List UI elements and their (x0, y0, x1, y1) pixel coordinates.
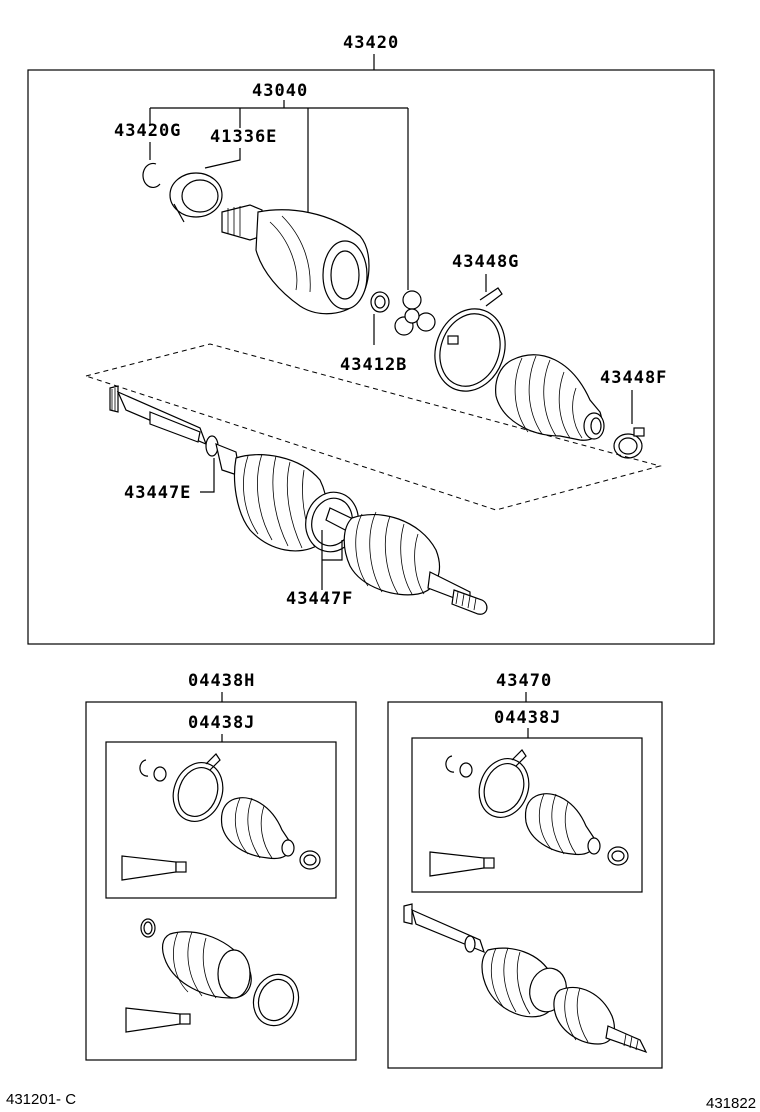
outer-joint-housing-icon (221, 204, 370, 315)
right-kit-inner-parts (429, 749, 629, 877)
label-04438J-right[interactable]: 04438J (494, 708, 561, 728)
snap-ring-icon (142, 162, 161, 189)
footer-right-code: 431822 (706, 1095, 756, 1112)
label-43420[interactable]: 43420 (343, 33, 399, 53)
sub-assembly-dashed-outline (85, 343, 662, 511)
left-kit-inner-parts (121, 753, 321, 881)
dust-deflector-icon (169, 172, 223, 223)
large-boot-clamp-icon (434, 287, 506, 392)
left-kit-outer-parts (125, 918, 300, 1033)
label-04438H[interactable]: 04438H (188, 671, 255, 691)
outer-boot-icon (495, 354, 605, 441)
label-43448F[interactable]: 43448F (600, 368, 667, 388)
left-inner-kit-frame (105, 741, 337, 899)
label-43412B[interactable]: 43412B (340, 355, 407, 375)
right-inner-kit-frame (411, 737, 643, 893)
main-assembly-frame (27, 69, 715, 645)
left-kit-frame (85, 701, 357, 1061)
small-boot-clamp-icon (613, 427, 645, 459)
label-43040[interactable]: 43040 (252, 81, 308, 101)
tripod-joint-icon (394, 290, 436, 336)
label-43448G[interactable]: 43448G (452, 252, 519, 272)
right-kit-shaft-parts (403, 903, 648, 1054)
label-43447E[interactable]: 43447E (124, 483, 191, 503)
right-kit-frame (387, 701, 663, 1069)
label-04438J-left[interactable]: 04438J (188, 713, 255, 733)
label-41336E[interactable]: 41336E (210, 127, 277, 147)
label-43420G[interactable]: 43420G (114, 121, 181, 141)
drive-shaft-icon (109, 385, 488, 615)
label-43447F[interactable]: 43447F (286, 589, 353, 609)
label-43470[interactable]: 43470 (496, 671, 552, 691)
footer-left-code: 431201- C (6, 1091, 76, 1108)
